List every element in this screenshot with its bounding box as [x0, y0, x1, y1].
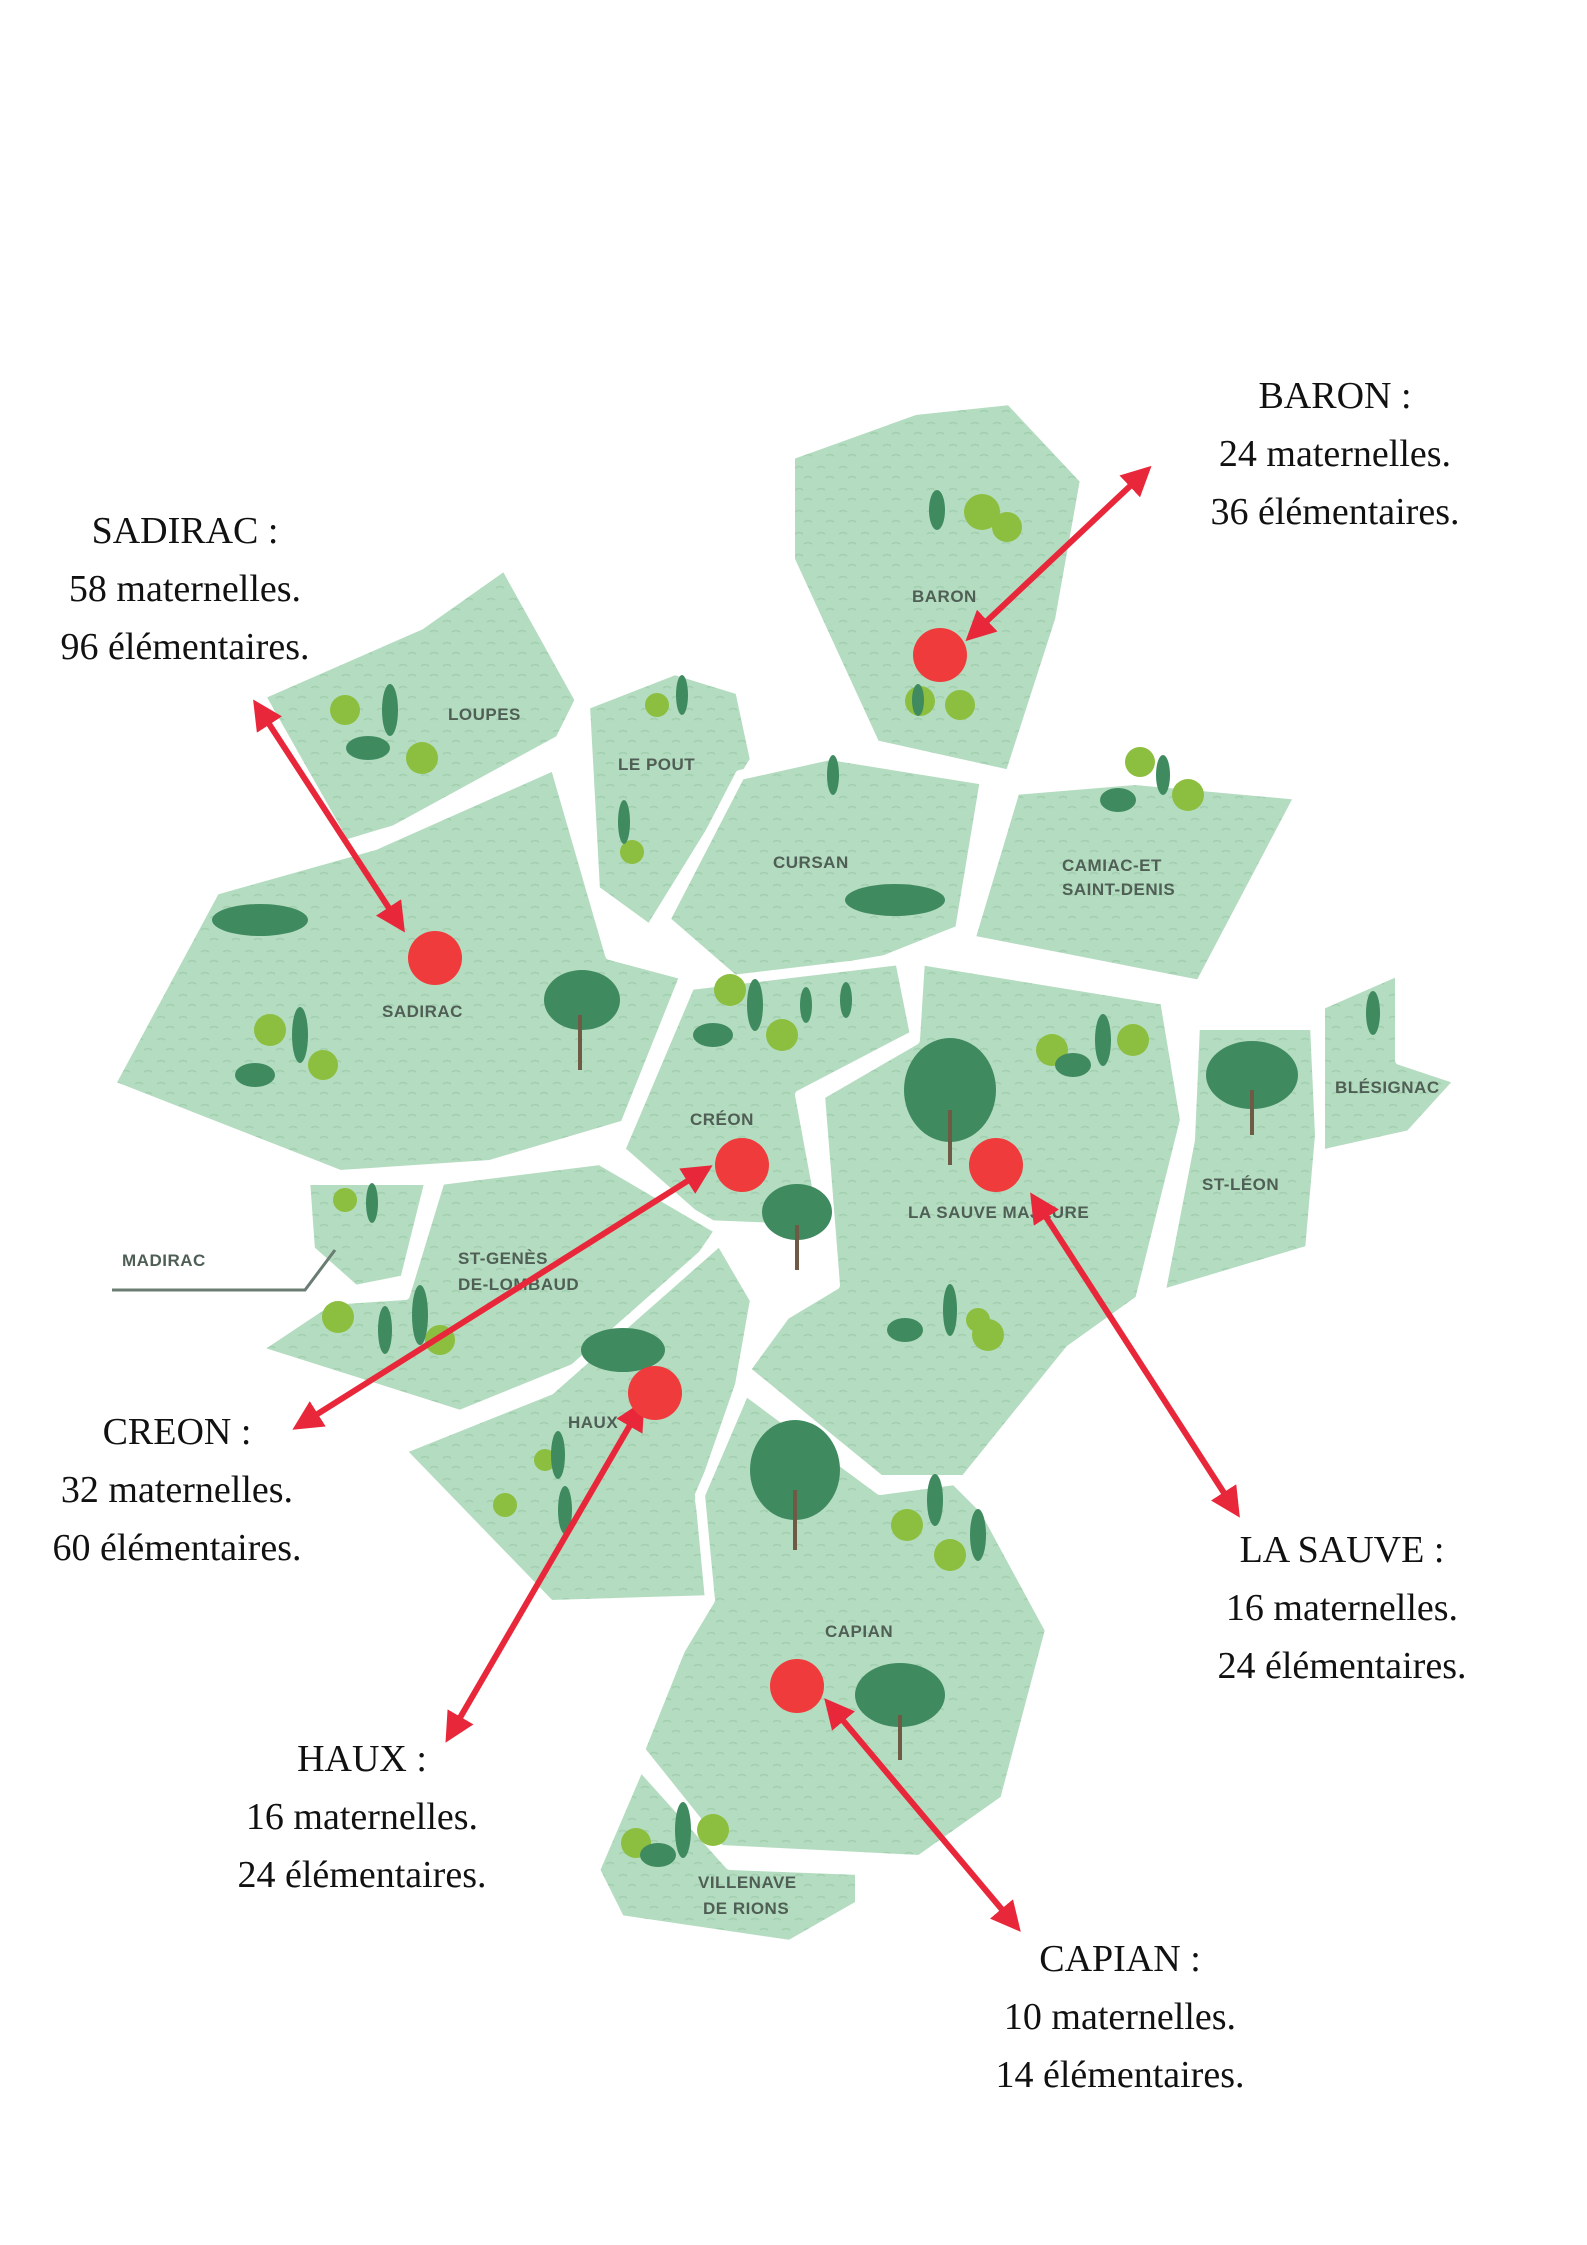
callout-name: SADIRAC : [91, 510, 279, 552]
label-la-sauve: LA SAUVE MAJEURE [908, 1203, 1089, 1222]
callout-sadirac: SADIRAC : 58 maternelles. 96 élémentaire… [0, 502, 425, 676]
callout-baron: BARON : 24 maternelles. 36 élémentaires. [1095, 367, 1575, 541]
arrow-haux [445, 1400, 645, 1743]
marker-haux[interactable] [628, 1366, 682, 1420]
label-blesignac: BLÉSIGNAC [1335, 1078, 1440, 1097]
callout-elementaires: 24 élémentaires. [1217, 1645, 1467, 1687]
marker-baron[interactable] [913, 628, 967, 682]
marker-sadirac[interactable] [408, 931, 462, 985]
callout-creon: CREON : 32 maternelles. 60 élémentaires. [0, 1403, 417, 1577]
label-villenave-1: VILLENAVE [698, 1873, 797, 1892]
marker-capian[interactable] [770, 1659, 824, 1713]
marker-creon[interactable] [715, 1138, 769, 1192]
arrow-la-sauve [1030, 1192, 1240, 1518]
label-haux: HAUX [568, 1413, 618, 1432]
arrow-creon [292, 1165, 713, 1430]
callout-elementaires: 96 élémentaires. [60, 626, 310, 668]
region-cursan[interactable] [660, 750, 990, 990]
label-baron: BARON [912, 587, 977, 606]
label-madirac: MADIRAC [122, 1251, 206, 1270]
callout-maternelles: 24 maternelles. [1218, 433, 1452, 475]
callout-maternelles: 16 maternelles. [245, 1796, 479, 1838]
callout-haux: HAUX : 16 maternelles. 24 élémentaires. [122, 1730, 602, 1904]
label-sadirac: SADIRAC [382, 1002, 463, 1021]
label-st-genes-1: ST-GENÈS [458, 1249, 548, 1268]
region-camiac[interactable] [965, 775, 1305, 990]
label-camiac-1: CAMIAC-ET [1062, 856, 1162, 875]
callout-elementaires: 24 élémentaires. [237, 1854, 487, 1896]
callout-name: BARON : [1258, 375, 1412, 417]
label-camiac-2: SAINT-DENIS [1062, 880, 1175, 899]
markers [408, 628, 1023, 1713]
callout-name: CREON : [102, 1411, 252, 1453]
region-creon[interactable] [615, 955, 920, 1235]
callout-maternelles: 16 maternelles. [1225, 1587, 1459, 1629]
arrows [253, 465, 1240, 1932]
callout-name: CAPIAN : [1039, 1938, 1201, 1980]
arrow-capian [824, 1698, 1021, 1932]
callout-elementaires: 60 élémentaires. [52, 1527, 302, 1569]
callout-maternelles: 10 maternelles. [1003, 1996, 1237, 2038]
label-loupes: LOUPES [448, 705, 521, 724]
label-le-pout: LE POUT [618, 755, 695, 774]
marker-la-sauve[interactable] [969, 1138, 1023, 1192]
callout-name: LA SAUVE : [1239, 1529, 1445, 1571]
callout-capian: CAPIAN : 10 maternelles. 14 élémentaires… [880, 1930, 1360, 2104]
arrow-baron [965, 465, 1152, 642]
callout-elementaires: 36 élémentaires. [1210, 491, 1460, 533]
arrow-sadirac [253, 699, 405, 933]
label-villenave-2: DE RIONS [703, 1899, 789, 1918]
callout-la-sauve: LA SAUVE : 16 maternelles. 24 élémentair… [1102, 1521, 1582, 1695]
label-st-leon: ST-LÉON [1202, 1175, 1279, 1194]
callout-maternelles: 32 maternelles. [60, 1469, 294, 1511]
callout-name: HAUX : [297, 1738, 427, 1780]
label-cursan: CURSAN [773, 853, 849, 872]
region-blesignac[interactable] [1315, 965, 1465, 1160]
label-capian: CAPIAN [825, 1622, 893, 1641]
region-la-sauve[interactable] [740, 955, 1190, 1485]
callout-maternelles: 58 maternelles. [68, 568, 302, 610]
label-creon: CRÉON [690, 1110, 754, 1129]
callout-elementaires: 14 élémentaires. [995, 2054, 1245, 2096]
